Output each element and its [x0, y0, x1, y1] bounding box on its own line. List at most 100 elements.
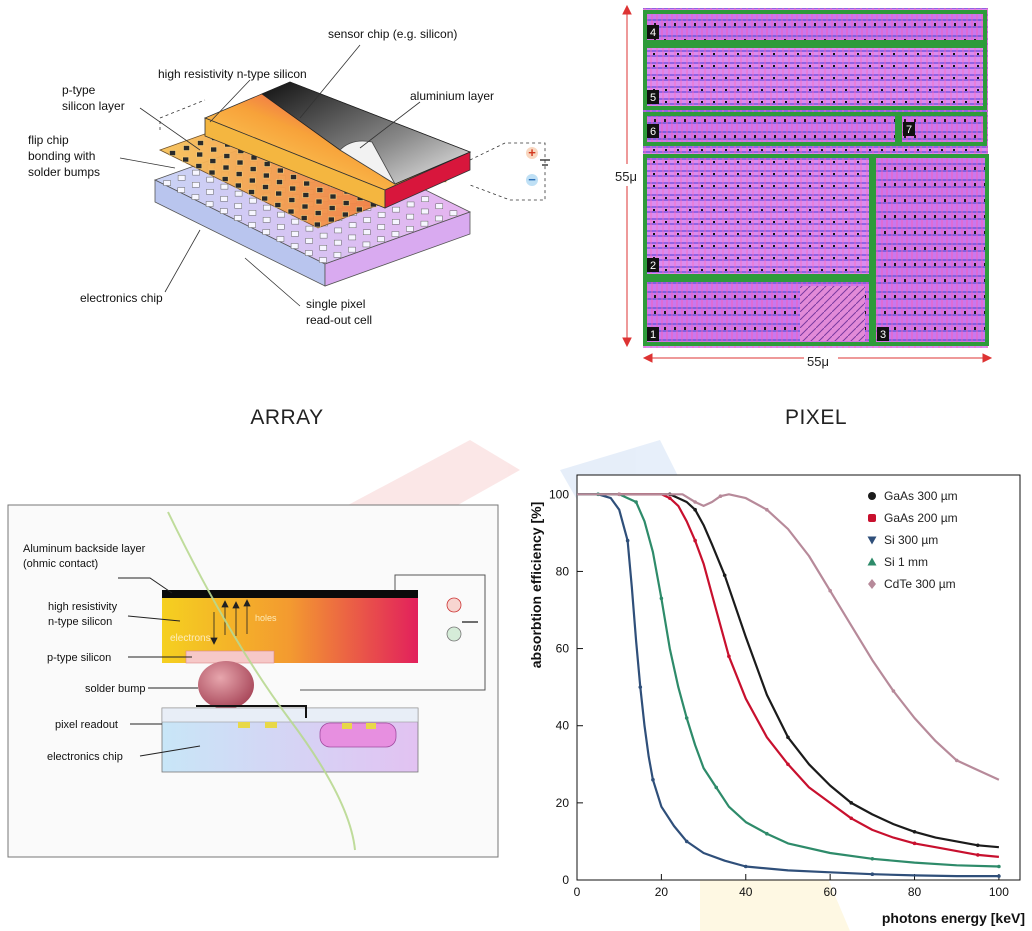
- data-point-si300: [870, 872, 875, 877]
- series-line-si300: [577, 493, 999, 878]
- readout-cell: [206, 176, 215, 183]
- cross-minus-icon: [446, 626, 462, 642]
- solder-bump-pad: [287, 208, 295, 215]
- readout-cell: [191, 194, 200, 200]
- series-line-cdte300: [577, 493, 1000, 781]
- readout-cell: [377, 236, 385, 242]
- label-sensor-chip: sensor chip (e.g. silicon): [328, 27, 457, 41]
- solder-bump-pad: [316, 187, 324, 193]
- solder-bump-pad: [314, 221, 321, 228]
- solder-bump-pad: [275, 190, 282, 197]
- readout-cell: [406, 226, 414, 232]
- readout-cell: [249, 197, 257, 204]
- readout-cell: [435, 203, 444, 209]
- y-axis-title: absorbtion efficiency [%]: [528, 502, 544, 668]
- series-line-si1mm: [577, 493, 999, 868]
- readout-cell: [305, 225, 314, 232]
- legend-marker-cdte300: [868, 579, 876, 589]
- solder-bump-pad: [208, 169, 216, 176]
- cross-circuit: [300, 574, 486, 691]
- y-tick-label: 80: [556, 564, 570, 578]
- x-tick-label: 40: [739, 885, 753, 899]
- solder-bump-pad: [274, 202, 282, 208]
- legend-label-gaas200: GaAs 200 µm: [884, 511, 958, 525]
- pixel-readout-layer: [161, 707, 419, 723]
- label-high-resistivity: high resistivity: [48, 601, 118, 613]
- readout-cell: [377, 212, 386, 218]
- label-p-type-line1: p-type: [62, 83, 96, 97]
- tag-3: 3: [880, 329, 886, 341]
- pixel-block-5: [643, 44, 987, 110]
- readout-cell: [276, 236, 285, 242]
- pixel-block-2: [643, 154, 873, 278]
- readout-cell: [291, 218, 300, 225]
- solder-bump-pad: [183, 145, 190, 151]
- solder-bump-pad: [235, 171, 243, 177]
- solder-bump-pad: [249, 166, 257, 172]
- readout-cell: [362, 241, 371, 248]
- data-point-si1mm: [684, 716, 689, 720]
- plus-sign: +: [528, 145, 536, 160]
- solder-bump-pad: [223, 153, 231, 159]
- readout-cell: [334, 227, 342, 234]
- readout-cell: [348, 222, 357, 228]
- readout-cell: [449, 210, 458, 216]
- legend-label-cdte300: CdTe 300 µm: [884, 577, 956, 591]
- readout-cell: [177, 187, 186, 193]
- data-point-gaas200: [668, 496, 672, 500]
- readout-cell: [277, 211, 285, 218]
- solder-bump-pad: [248, 189, 255, 195]
- readout-cell: [305, 238, 313, 244]
- sensor-chip-front: [384, 151, 471, 209]
- data-point-gaas300: [693, 507, 697, 512]
- readout-cell: [291, 231, 299, 237]
- label-n-type-silicon: n-type silicon: [48, 616, 112, 628]
- electrons-text: electrons: [170, 633, 211, 644]
- readout-cell: [220, 196, 228, 202]
- solder-bump-pad: [249, 177, 256, 184]
- label-ohmic-contact: (ohmic contact): [23, 558, 98, 570]
- readout-cell: [248, 210, 257, 216]
- solder-bump-pad: [300, 215, 308, 221]
- readout-cell: [406, 201, 415, 208]
- readout-cell: [234, 215, 242, 221]
- solder-bump-pad: [315, 198, 323, 205]
- label-single-pixel-line2: read-out cell: [306, 313, 372, 327]
- tag-6: 6: [650, 126, 656, 138]
- readout-pad-3: [342, 723, 352, 729]
- readout-cell: [363, 229, 371, 235]
- array-leader-lines: [119, 44, 421, 307]
- legend-marker-si1mm: [867, 557, 877, 566]
- solder-bump: [198, 661, 254, 709]
- solder-bump-pad: [329, 193, 337, 200]
- bias-circuit: [469, 142, 546, 201]
- x-axis-title: photons energy [keV]: [882, 910, 1025, 926]
- readout-cell: [206, 189, 214, 195]
- data-point-cdte300: [693, 500, 697, 504]
- readout-cell: [392, 206, 400, 213]
- readout-cell: [234, 190, 243, 197]
- data-point-gaas300: [722, 573, 727, 578]
- data-point-cdte300: [718, 494, 723, 499]
- data-point-gaas300: [786, 735, 790, 740]
- data-point-si1mm: [997, 864, 1001, 869]
- solder-bump-pad: [263, 161, 271, 167]
- y-tick-label: 100: [549, 487, 569, 501]
- readout-cell: [334, 239, 342, 246]
- solder-bump-pad: [328, 205, 336, 211]
- readout-cell: [262, 229, 271, 235]
- readout-cell: [263, 204, 271, 211]
- pixel-block-3: [872, 154, 989, 346]
- readout-cell: [319, 245, 328, 251]
- solder-bump-pad: [182, 156, 189, 163]
- data-point-si300: [743, 864, 748, 869]
- legend-marker-gaas300: [868, 492, 876, 500]
- data-point-gaas300: [912, 829, 917, 834]
- readout-contact: [196, 705, 307, 718]
- data-point-gaas200: [976, 853, 980, 857]
- solder-bump-pad: [303, 180, 310, 187]
- readout-cell: [290, 243, 299, 249]
